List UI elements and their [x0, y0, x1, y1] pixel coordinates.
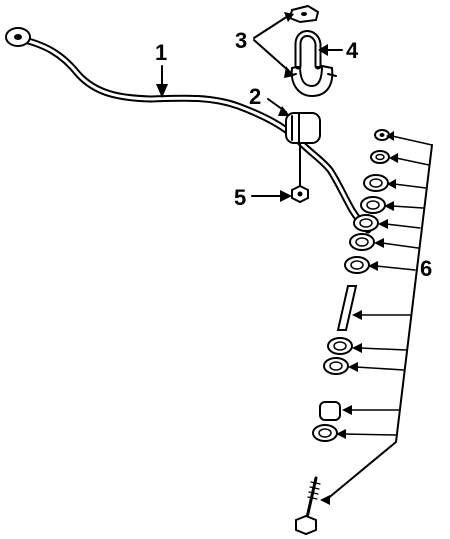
callout-4: 4 — [346, 38, 359, 63]
callout-2: 2 — [249, 84, 261, 109]
link-washer — [370, 150, 390, 164]
nut — [291, 184, 309, 204]
callout-5: 5 — [234, 185, 246, 210]
link-bushing — [323, 357, 349, 375]
link-nut-top — [374, 129, 390, 141]
link-kit — [295, 129, 390, 536]
callout-labels: 1 2 3 4 5 6 — [155, 28, 432, 281]
link-bushing — [319, 401, 341, 421]
stabilizer-bar — [5, 27, 372, 234]
link-bushing — [353, 214, 379, 232]
link-bolt — [295, 476, 321, 536]
link-washer — [344, 256, 370, 274]
u-bolt — [294, 30, 322, 70]
bar-bushing — [285, 112, 321, 144]
bushing-clamp — [287, 64, 337, 98]
link-spacer-sleeve — [336, 285, 358, 331]
link-bushing — [349, 233, 375, 251]
link-bushing — [363, 174, 389, 192]
link-washer — [312, 424, 338, 442]
clamp-nut — [288, 4, 320, 24]
leader-lines — [156, 12, 433, 505]
callout-3: 3 — [235, 28, 247, 53]
callout-6: 6 — [420, 256, 432, 281]
link-bushing — [360, 196, 386, 214]
callout-1: 1 — [155, 40, 167, 65]
link-washer — [327, 337, 353, 355]
